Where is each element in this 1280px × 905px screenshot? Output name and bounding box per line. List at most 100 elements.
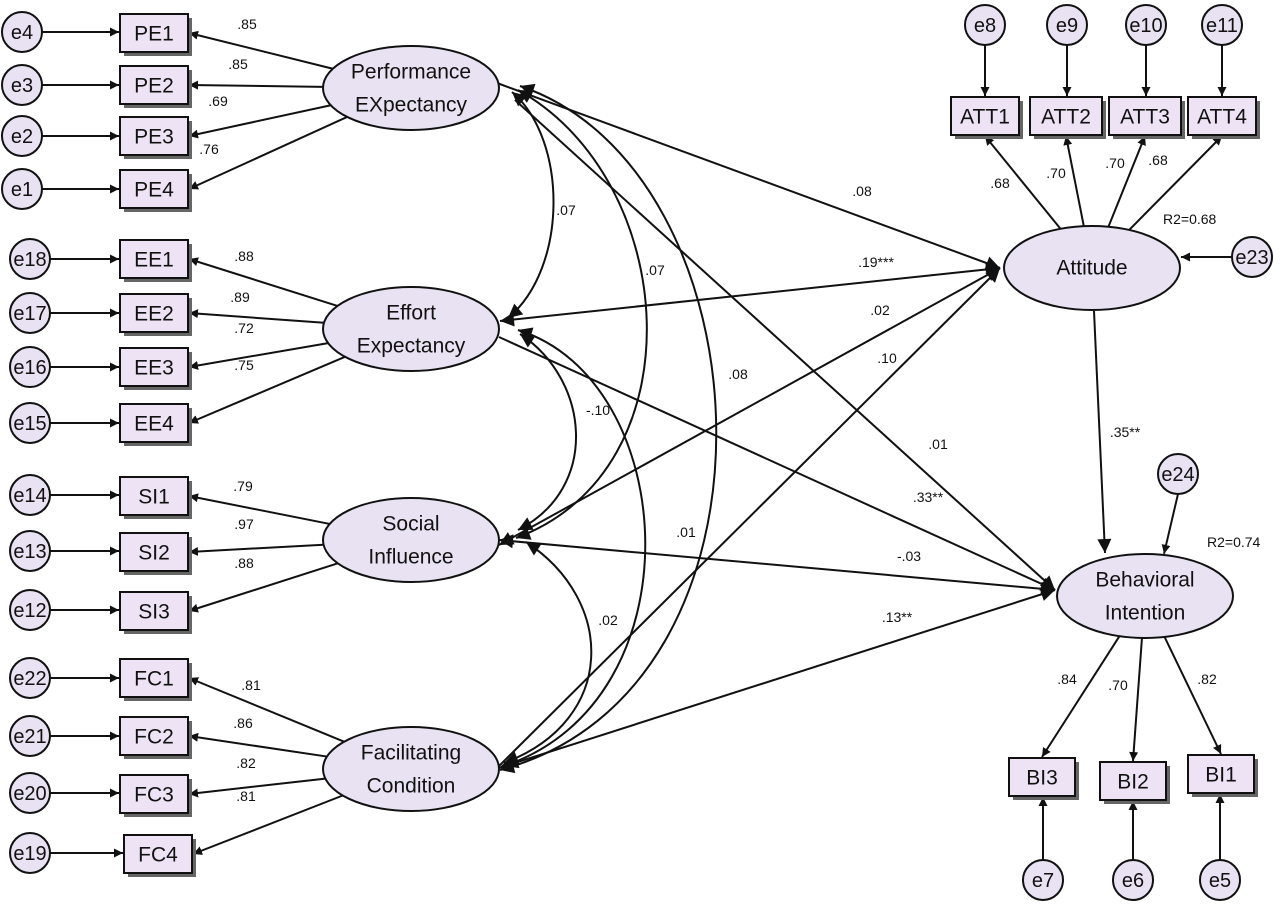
error-node-e11 [1201, 4, 1243, 46]
latent-label-att-0: Attitude [1056, 257, 1127, 280]
path-arrow-pe_att [496, 82, 1001, 270]
indicator-box-pe1 [119, 13, 189, 53]
covariance-label-si_fc: .02 [598, 612, 618, 628]
indicator-box-bi3 [1008, 757, 1076, 797]
indicator-label-att4: ATT4 [1197, 106, 1247, 129]
error-node-e8 [964, 4, 1006, 46]
indicator-label-si3: SI3 [138, 601, 170, 624]
covariance-arrow-ee_si [517, 333, 577, 531]
loading-arrow-bi1 [1163, 636, 1222, 755]
loading-arrow-pe2 [188, 80, 324, 90]
loading-arrow-si3 [188, 562, 339, 613]
error-arrow-e24 [1161, 493, 1179, 555]
loading-label-ee4: .75 [234, 357, 254, 373]
indicator-box-ee1 [119, 239, 189, 279]
loading-label-ee1: .88 [234, 248, 254, 264]
loading-label-bi1: .82 [1197, 671, 1217, 687]
latent-label-bi-0: Behavioral [1095, 569, 1194, 592]
r2-label-bi: R2=0.74 [1207, 534, 1261, 550]
indicator-box-att2 [1029, 96, 1103, 136]
indicator-box-bi2 [1099, 761, 1167, 801]
loading-arrow-att3 [1107, 135, 1146, 228]
loading-arrow-ee4 [188, 355, 346, 424]
loading-label-bi2: .70 [1108, 677, 1128, 693]
error-node-e18 [9, 238, 51, 280]
loading-label-pe2: .85 [228, 56, 248, 72]
error-node-e1 [1, 168, 43, 210]
error-node-e16 [9, 346, 51, 388]
path-label-fc_att: .10 [877, 350, 897, 366]
error-node-e7 [1022, 859, 1064, 901]
error-node-e14 [9, 474, 51, 516]
indicator-label-att2: ATT2 [1041, 106, 1091, 129]
indicator-box-pe4 [119, 169, 189, 209]
indicator-label-ee4: EE4 [134, 413, 174, 436]
covariance-arrow-ee_fc [503, 327, 647, 769]
error-label-e13: e13 [13, 541, 46, 563]
error-label-e8: e8 [974, 15, 996, 37]
indicator-label-ee2: EE2 [134, 303, 174, 326]
error-label-e18: e18 [13, 249, 46, 271]
path-label-pe_bi: .01 [928, 436, 948, 452]
latent-node-ee [322, 286, 500, 372]
error-node-e21 [9, 715, 51, 757]
indicator-label-ee1: EE1 [134, 249, 174, 272]
error-label-e11: e11 [1206, 15, 1238, 37]
path-label-ee_bi: .33** [913, 489, 944, 505]
error-label-e20: e20 [13, 783, 46, 805]
loading-arrow-pe4 [188, 116, 348, 190]
loading-arrow-pe1 [188, 30, 334, 70]
covariance-arrow-pe_ee [507, 91, 555, 319]
path-label-si_bi: -.03 [897, 548, 921, 564]
loading-label-pe1: .85 [237, 16, 257, 32]
path-label-si_att: .02 [870, 302, 890, 318]
error-label-e10: e10 [1129, 15, 1162, 37]
covariance-arrow-pe_fc [499, 83, 718, 774]
loading-arrow-ee1 [188, 257, 338, 307]
error-node-e2 [1, 115, 43, 157]
loading-label-att4: .68 [1148, 152, 1168, 168]
path-label-fc_bi: .13** [882, 609, 913, 625]
loading-arrow-pe3 [188, 104, 331, 139]
error-node-e4 [1, 11, 43, 53]
indicator-box-pe2 [119, 65, 189, 105]
indicator-label-ee3: EE3 [134, 357, 174, 380]
loading-arrow-att2 [1063, 135, 1085, 227]
loading-label-att3: .70 [1105, 155, 1125, 171]
error-node-e22 [9, 657, 51, 699]
indicator-box-att1 [950, 96, 1020, 136]
indicator-label-bi2: BI2 [1117, 771, 1149, 794]
indicator-label-pe4: PE4 [134, 179, 174, 202]
latent-label-si-0: Social [382, 513, 439, 536]
path-label-ee_att: .19*** [858, 254, 894, 270]
path-arrow-att_bi [1093, 310, 1112, 554]
path-arrow-si_att [498, 267, 1001, 546]
indicator-box-ee2 [119, 293, 189, 333]
latent-node-bi [1056, 553, 1234, 639]
error-label-e16: e16 [13, 357, 46, 379]
loading-label-fc1: .81 [241, 677, 261, 693]
indicator-label-fc2: FC2 [134, 726, 174, 749]
loading-label-pe3: .69 [208, 93, 228, 109]
error-node-e13 [9, 530, 51, 572]
loading-label-pe4: .76 [199, 141, 219, 157]
error-label-e3: e3 [11, 75, 33, 97]
error-label-e24: e24 [1161, 464, 1194, 486]
indicator-box-si1 [119, 476, 189, 516]
indicator-label-pe3: PE3 [134, 126, 174, 149]
latent-label-bi-1: Intention [1105, 602, 1186, 625]
error-label-e1: e1 [11, 179, 33, 201]
indicator-box-bi1 [1187, 754, 1255, 794]
covariance-arrow-pe_si [515, 89, 648, 540]
path-arrow-pe_bi [514, 99, 1056, 591]
indicator-box-si2 [119, 532, 189, 572]
error-label-e4: e4 [11, 22, 33, 44]
loading-label-fc4: .81 [236, 788, 256, 804]
loading-label-ee3: .72 [234, 320, 254, 336]
latent-label-si-1: Influence [368, 546, 453, 569]
indicator-label-bi1: BI1 [1205, 764, 1237, 787]
indicator-label-fc4: FC4 [138, 844, 178, 867]
error-node-e15 [9, 402, 51, 444]
error-node-e6 [1112, 859, 1154, 901]
